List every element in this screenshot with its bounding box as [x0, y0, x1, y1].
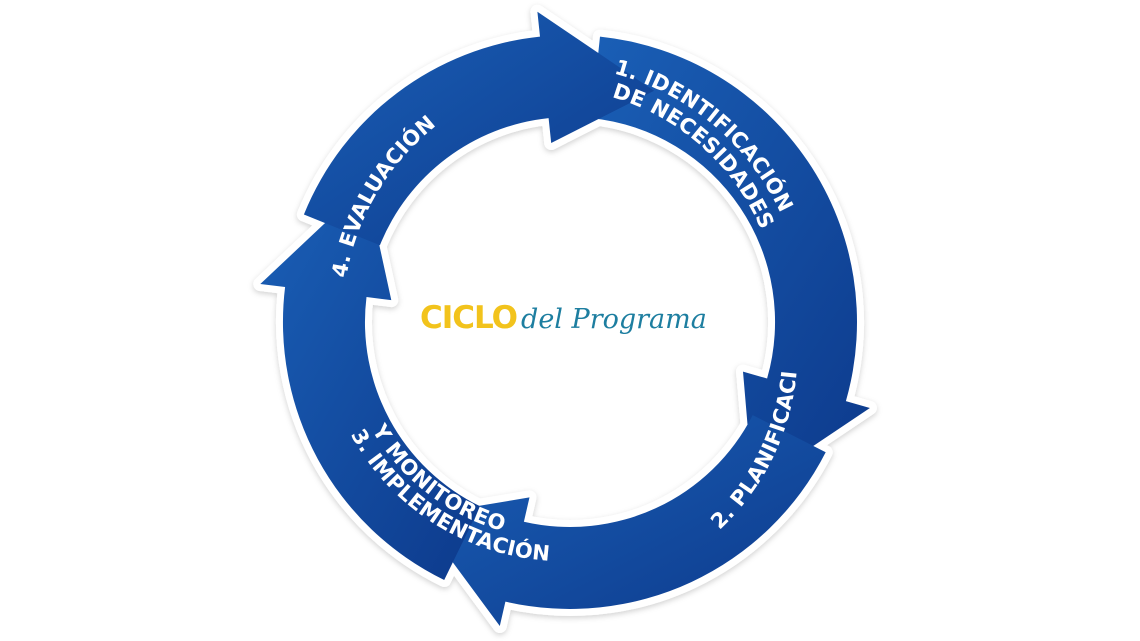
title-script-text: del Programa — [521, 304, 707, 335]
ring-arrows — [260, 11, 870, 626]
arrow-clockwise-icon-4 — [303, 11, 655, 246]
arrow-clockwise-icon-3 — [260, 184, 481, 580]
title-strong-text: CICLO — [420, 300, 518, 336]
page-title: CICLO del Programa — [420, 300, 740, 340]
arrow-clockwise-icon-2 — [418, 415, 826, 626]
arrow-clockwise-icon-1 — [591, 36, 870, 487]
